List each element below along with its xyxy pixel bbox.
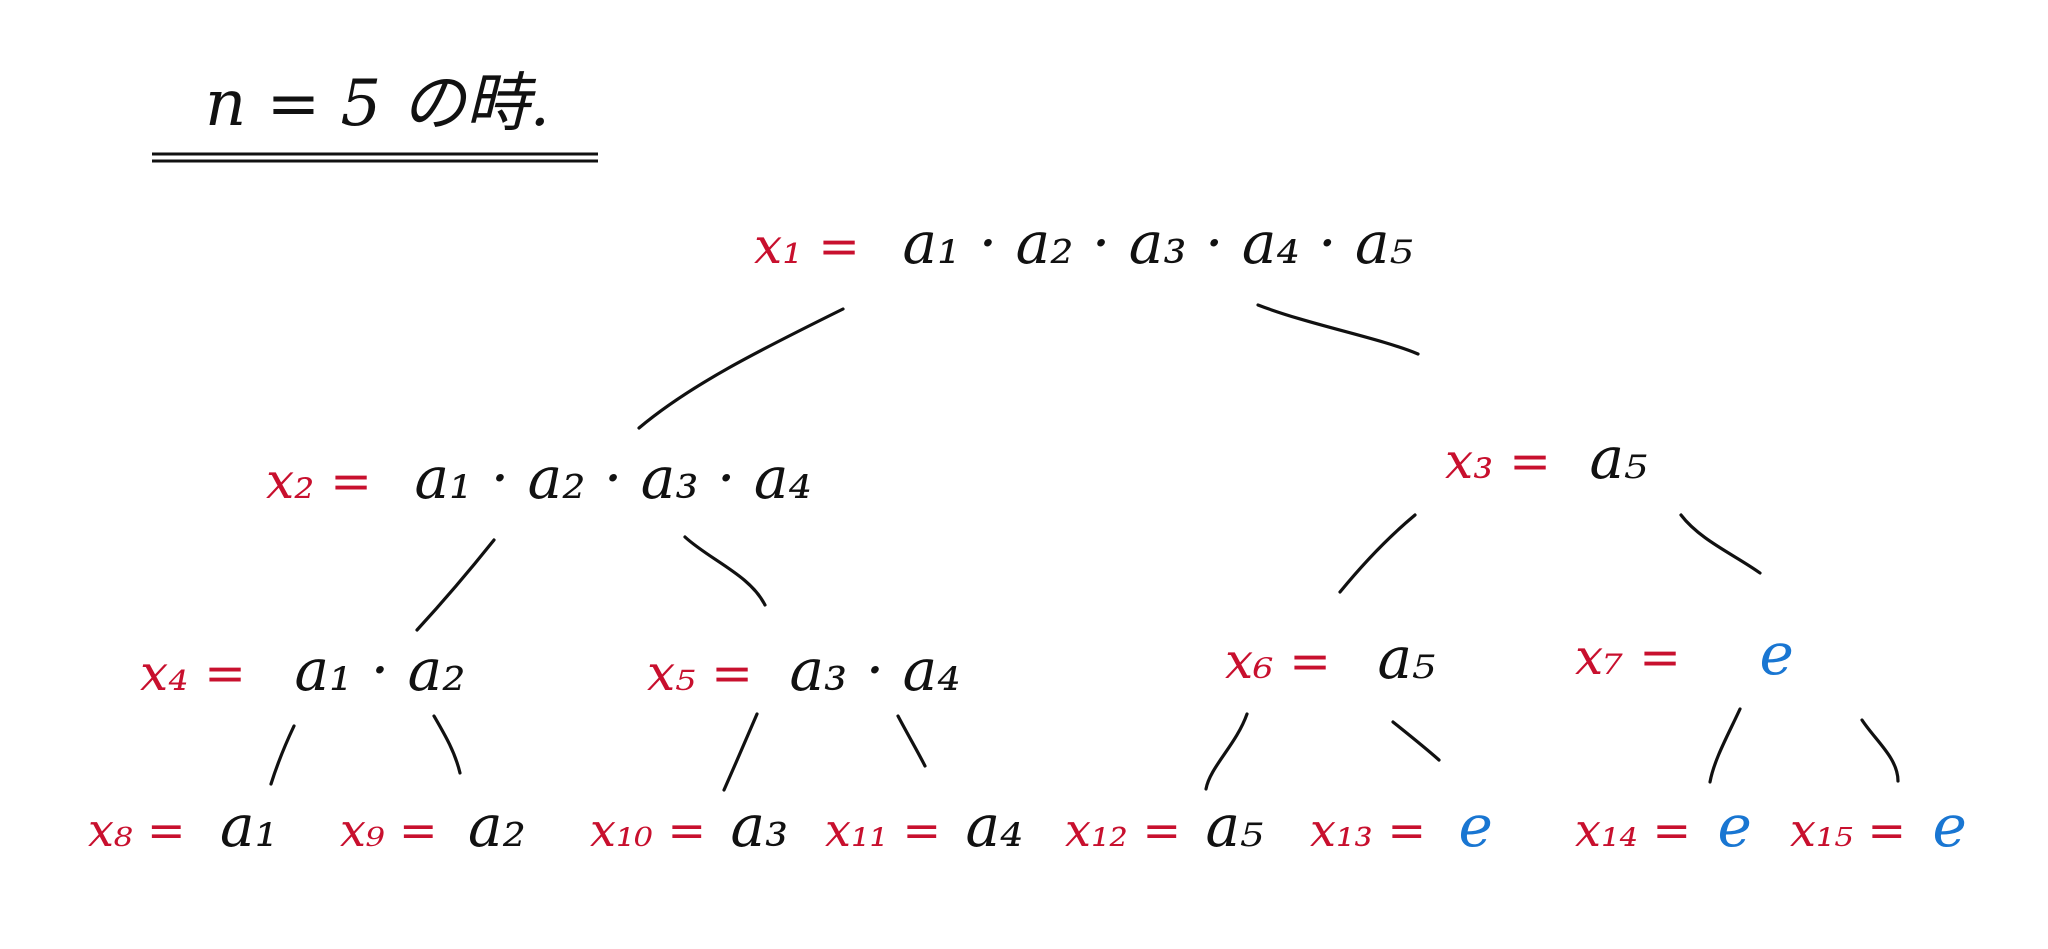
- edge-x3-x6: [1338, 513, 1417, 594]
- node-value: a₄: [965, 792, 1023, 860]
- title: n = 5 の時.: [205, 67, 550, 141]
- variable-label: x₂ =: [266, 452, 372, 510]
- node-value: e: [1932, 792, 1966, 860]
- node-x14: x₁₄ = e: [1575, 792, 1752, 860]
- node-x12: x₁₂ = a₅: [1065, 792, 1263, 860]
- node-x4: x₄ = a₁ · a₂: [140, 636, 465, 704]
- title-group: n = 5 の時.: [152, 67, 598, 163]
- edge-x6-x13: [1391, 720, 1441, 762]
- variable-label: x₇ =: [1575, 628, 1681, 686]
- variable-label: x₁₂ =: [1065, 803, 1181, 857]
- node-value: a₁ · a₂ · a₃ · a₄: [414, 444, 811, 512]
- node-x11: x₁₁ = a₄: [825, 792, 1023, 860]
- node-value: a₅: [1205, 792, 1263, 860]
- node-value: a₁: [220, 792, 278, 860]
- edge-x2-x4: [415, 538, 496, 632]
- node-x13: x₁₃ = e: [1310, 792, 1493, 860]
- tree-nodes: x₁ = a₁ · a₂ · a₃ · a₄ · a₅ x₂ = a₁ · a₂…: [88, 209, 1967, 860]
- tree-edges: [269, 303, 1900, 792]
- variable-label: x₁₃ =: [1310, 803, 1426, 857]
- variable-label: x₈ =: [88, 803, 186, 857]
- edge-x3-x7: [1679, 513, 1762, 575]
- node-x7: x₇ = e: [1575, 620, 1794, 688]
- node-x2: x₂ = a₁ · a₂ · a₃ · a₄: [266, 444, 812, 512]
- edge-x7-x15: [1860, 718, 1900, 783]
- edge-x6-x12: [1204, 712, 1249, 791]
- variable-label: x₁₄ =: [1575, 803, 1691, 857]
- node-value: a₃ · a₄: [789, 636, 960, 704]
- edge-x2-x5: [683, 535, 767, 607]
- node-x5: x₅ = a₃ · a₄: [647, 636, 960, 704]
- variable-label: x₃ =: [1445, 432, 1551, 490]
- variable-label: x₁₁ =: [825, 803, 941, 857]
- edge-x7-x14: [1708, 707, 1742, 784]
- edge-x1-x3: [1256, 303, 1420, 356]
- node-value: a₃: [730, 792, 788, 860]
- node-x9: x₉ = a₂: [340, 792, 526, 860]
- variable-label: x₁₅ =: [1790, 803, 1906, 857]
- node-x1: x₁ = a₁ · a₂ · a₃ · a₄ · a₅: [754, 209, 1413, 277]
- node-value: a₁ · a₂ · a₃ · a₄ · a₅: [902, 209, 1412, 277]
- node-x10: x₁₀ = a₃: [590, 792, 788, 860]
- variable-label: x₁₀ =: [590, 803, 706, 857]
- variable-label: x₄ =: [140, 644, 246, 702]
- node-value: a₁ · a₂: [294, 636, 465, 704]
- edge-x1-x2: [637, 307, 845, 430]
- edge-x5-x11: [896, 714, 927, 768]
- node-x3: x₃ = a₅: [1445, 424, 1647, 492]
- variable-label: x₆ =: [1225, 632, 1331, 690]
- node-value: a₅: [1377, 624, 1435, 692]
- node-value: e: [1717, 792, 1751, 860]
- edge-x4-x9: [432, 714, 462, 775]
- node-value: a₂: [468, 792, 526, 860]
- edge-x5-x10: [722, 712, 759, 792]
- edge-x4-x8: [269, 724, 296, 786]
- node-value: e: [1458, 792, 1492, 860]
- node-x8: x₈ = a₁: [88, 792, 278, 860]
- node-value: a₅: [1589, 424, 1647, 492]
- node-value: e: [1759, 620, 1793, 688]
- node-x15: x₁₅ = e: [1790, 792, 1967, 860]
- variable-label: x₉ =: [340, 803, 438, 857]
- node-x6: x₆ = a₅: [1225, 624, 1435, 692]
- variable-label: x₁ =: [754, 217, 860, 275]
- variable-label: x₅ =: [647, 644, 753, 702]
